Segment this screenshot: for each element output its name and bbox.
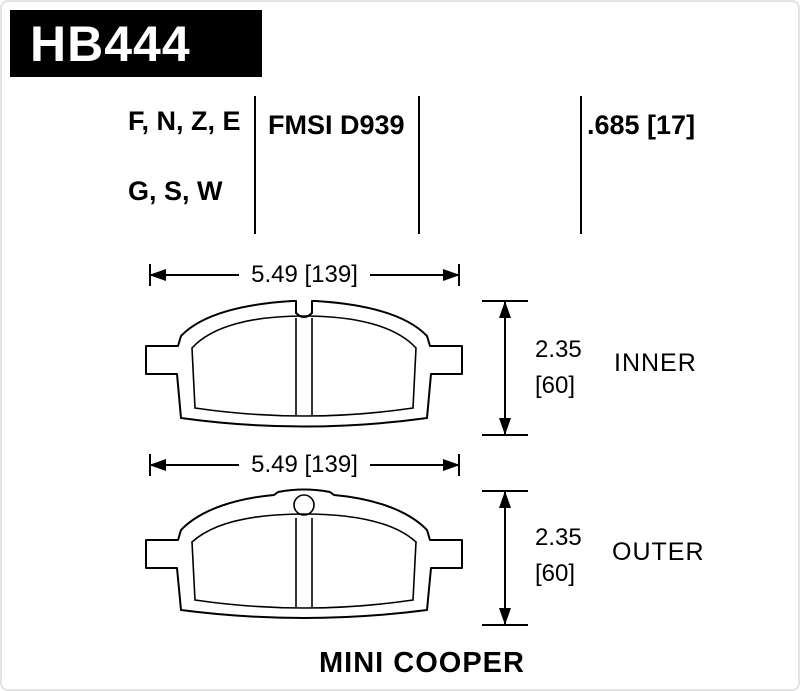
vehicle-name: MINI COOPER [319, 647, 525, 679]
outer-pad-width-value: 5.49 [139] [239, 451, 370, 479]
outer-pad-thickness-value: 2.35 [60] [535, 520, 582, 592]
outer-pad-thickness-dimension [482, 490, 528, 626]
compound-codes-line2: G, S, W [128, 176, 223, 206]
inner-pad-friction-outline [191, 315, 417, 417]
outer-pad-width-dimension: 5.49 [139] [147, 450, 462, 480]
fmsi-number: FMSI D939 [268, 110, 405, 140]
outer-pad-outline [145, 488, 463, 619]
inner-pad-drawing [145, 300, 463, 428]
outer-pad-friction-outline [191, 513, 417, 609]
inner-pad-thickness-value: 2.35 [60] [535, 332, 582, 404]
inner-pad-thickness-in: 2.35 [535, 336, 582, 363]
inner-pad-width-value: 5.49 [139] [239, 261, 370, 289]
part-number-box: HB444 [10, 10, 262, 77]
compound-codes: F, N, Z, E G, S, W [128, 104, 241, 209]
inner-pad-outline [145, 300, 463, 428]
inner-pad-thickness-mm: [60] [535, 372, 576, 399]
pad-thickness-spec: .685 [17] [587, 110, 696, 140]
inner-pad-label: INNER [614, 349, 697, 377]
column-divider-1 [254, 96, 256, 234]
outer-pad-label: OUTER [612, 538, 705, 566]
column-divider-3 [580, 96, 582, 234]
part-number: HB444 [30, 15, 191, 72]
outer-pad-thickness-in: 2.35 [535, 524, 582, 551]
outer-pad-thickness-mm: [60] [535, 560, 576, 587]
compound-codes-line1: F, N, Z, E [128, 106, 241, 136]
outer-pad-sensor-hole [293, 494, 315, 516]
inner-pad-width-dimension: 5.49 [139] [147, 260, 462, 290]
inner-pad-thickness-dimension [482, 300, 528, 436]
column-divider-2 [418, 96, 420, 234]
outer-pad-drawing [145, 488, 463, 619]
